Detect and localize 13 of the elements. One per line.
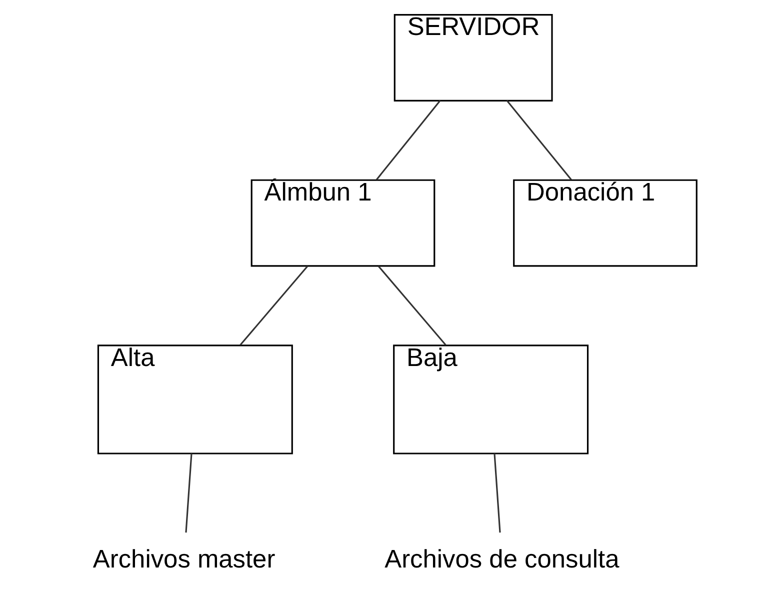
node-box: SERVIDOR: [394, 14, 553, 102]
connector: [185, 453, 192, 533]
node-box: Álmbun 1: [250, 179, 436, 267]
node-box: Baja: [393, 344, 589, 454]
connector: [494, 453, 501, 533]
connector: [376, 100, 441, 180]
connector: [378, 266, 446, 346]
connector: [240, 266, 308, 346]
node-text: Archivos de consulta: [384, 546, 620, 574]
node-box: Alta: [97, 344, 293, 454]
node-box: Donación 1: [513, 179, 698, 267]
connector: [506, 100, 572, 180]
node-text: Archivos master: [92, 546, 276, 574]
